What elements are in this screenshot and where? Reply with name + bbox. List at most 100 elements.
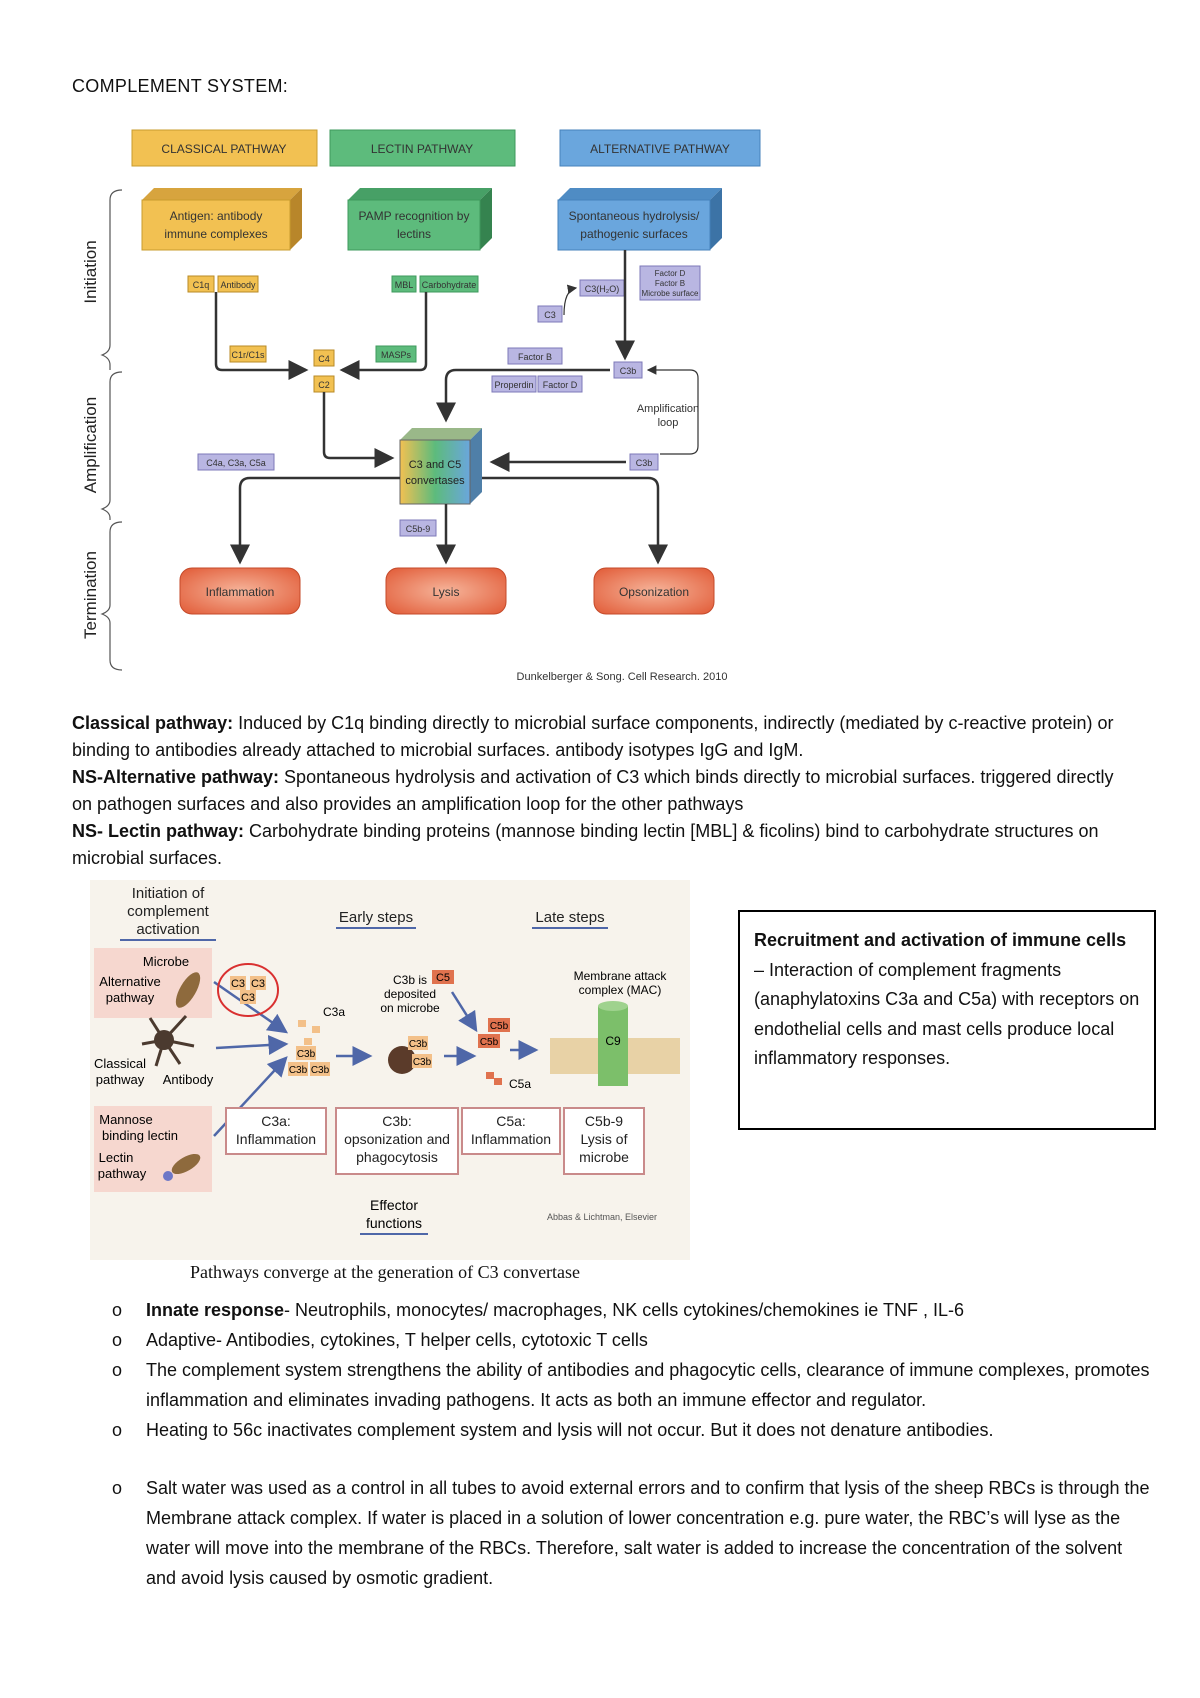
c3a-fragments: C3a: [298, 1005, 345, 1045]
pathway-arrows: [214, 250, 699, 565]
figure1-citation: Dunkelberger & Song. Cell Research. 2010: [517, 671, 728, 683]
svg-text:MBL: MBL: [395, 280, 414, 290]
svg-text:Spontaneous hydrolysis/: Spontaneous hydrolysis/: [569, 209, 700, 223]
svg-text:Inflammation: Inflammation: [236, 1131, 316, 1147]
svg-text:Amplification: Amplification: [637, 403, 699, 415]
svg-text:Antigen: antibody: Antigen: antibody: [170, 209, 263, 223]
svg-text:loop: loop: [658, 417, 679, 429]
lectin-paragraph: NS- Lectin pathway: Carbohydrate binding…: [72, 821, 1099, 868]
alt-pathway-panel: Microbe Alternative pathway: [94, 948, 212, 1018]
svg-text:lectins: lectins: [397, 227, 431, 241]
bacterium-icon: [171, 1153, 201, 1175]
svg-text:phagocytosis: phagocytosis: [356, 1149, 438, 1165]
c3-cluster: C3 C3 C3: [217, 963, 279, 1017]
svg-text:C5a: C5a: [509, 1077, 531, 1091]
svg-text:pathogenic surfaces: pathogenic surfaces: [580, 227, 687, 241]
svg-text:C5: C5: [436, 972, 450, 984]
alternative-box: Spontaneous hydrolysis/ pathogenic surfa…: [557, 188, 722, 251]
pathway-headers: CLASSICAL PATHWAY LECTIN PATHWAY ALTERNA…: [131, 129, 761, 167]
svg-text:pathway: pathway: [96, 1072, 145, 1087]
svg-text:C5a:: C5a:: [496, 1113, 526, 1129]
lectin-pathway-panel: Mannose binding lectin Lectin pathway: [94, 1106, 212, 1192]
complement-pathway-diagram: CLASSICAL PATHWAY LECTIN PATHWAY ALTERNA…: [81, 129, 761, 683]
header-alternative: ALTERNATIVE PATHWAY: [590, 142, 730, 156]
svg-text:Opsonization: Opsonization: [619, 585, 689, 599]
phase-termination: Termination: [81, 551, 100, 639]
svg-text:C3b: C3b: [297, 1049, 316, 1060]
svg-text:C3b: C3b: [620, 366, 637, 376]
svg-text:C3 and C5: C3 and C5: [409, 459, 462, 471]
svg-text:on microbe: on microbe: [380, 1001, 440, 1015]
svg-text:Effector: Effector: [370, 1197, 418, 1213]
svg-text:C3: C3: [544, 310, 556, 320]
svg-text:C3b:: C3b:: [382, 1113, 412, 1129]
svg-text:C3b is: C3b is: [393, 973, 427, 987]
svg-text:C1q: C1q: [193, 280, 210, 290]
svg-text:C3b: C3b: [636, 458, 653, 468]
outcome-lysis: [385, 567, 507, 615]
classical-paragraph: Classical pathway: Induced by C1q bindin…: [72, 713, 1114, 760]
svg-text:Mannose: Mannose: [99, 1112, 152, 1127]
svg-text:Factor B: Factor B: [655, 279, 685, 288]
svg-text:Factor D: Factor D: [543, 380, 578, 390]
phase-initiation: Initiation: [81, 240, 100, 303]
page-title: COMPLEMENT SYSTEM:: [72, 76, 289, 96]
svg-text:C2: C2: [318, 380, 330, 390]
header-classical: CLASSICAL PATHWAY: [161, 142, 286, 156]
svg-text:Lysis: Lysis: [433, 585, 460, 599]
initiation-title: Initiation of complement activation: [120, 885, 216, 941]
svg-text:Factor D: Factor D: [655, 269, 686, 278]
svg-text:C3a: C3a: [323, 1005, 345, 1019]
svg-text:C3a:: C3a:: [261, 1113, 291, 1129]
svg-text:C3b: C3b: [413, 1057, 432, 1068]
svg-text:functions: functions: [366, 1215, 422, 1231]
svg-text:Inflammation: Inflammation: [471, 1131, 551, 1147]
svg-text:convertases: convertases: [405, 475, 465, 487]
svg-text:opsonization and: opsonization and: [344, 1131, 450, 1147]
c3b-stack: C3b C3b C3b: [288, 1046, 330, 1076]
svg-text:Alternative: Alternative: [99, 974, 160, 989]
svg-text:Initiation of: Initiation of: [132, 885, 205, 902]
phase-brackets: [100, 189, 123, 671]
svg-text:C5b: C5b: [480, 1037, 499, 1048]
svg-text:pathway: pathway: [106, 990, 155, 1005]
svg-text:MASPs: MASPs: [381, 350, 412, 360]
svg-text:Classical: Classical: [94, 1056, 146, 1071]
late-steps-label: Late steps: [535, 909, 604, 926]
recruitment-box: Recruitment and activation of immune cel…: [738, 910, 1156, 1130]
complement-activation-figure: Initiation of complement activation Earl…: [90, 880, 690, 1260]
svg-text:deposited: deposited: [384, 987, 436, 1001]
microbe-with-c3b: C3b C3b: [388, 1036, 432, 1074]
svg-text:Factor B: Factor B: [518, 352, 552, 362]
svg-text:Microbe surface: Microbe surface: [642, 289, 699, 298]
svg-text:activation: activation: [136, 921, 199, 938]
outcome-inflammation: [179, 567, 301, 615]
svg-text:C3b: C3b: [311, 1065, 330, 1076]
svg-text:C1r/C1s: C1r/C1s: [231, 350, 265, 360]
c3b-deposited-label: C3b is deposited on microbe: [380, 973, 440, 1015]
convertase-box: C3 and C5 convertases: [399, 428, 482, 505]
svg-text:Lectin: Lectin: [99, 1150, 134, 1165]
early-steps-label: Early steps: [339, 909, 413, 926]
outcome-boxes: Inflammation Lysis Opsonization: [179, 567, 715, 615]
svg-text:C3b: C3b: [289, 1065, 308, 1076]
svg-text:Membrane attack: Membrane attack: [574, 969, 668, 983]
svg-text:pathway: pathway: [98, 1166, 147, 1181]
classical-pathway-panel: Classical pathway Antibody: [94, 1014, 214, 1087]
outcome-opsonization: [593, 567, 715, 615]
svg-text:Lysis of: Lysis of: [581, 1131, 628, 1147]
svg-text:C4: C4: [318, 354, 330, 364]
effector-boxes: C3a: Inflammation C3b: opsonization and …: [225, 1107, 645, 1175]
alternative-paragraph: NS-Alternative pathway: Spontaneous hydr…: [72, 767, 1114, 814]
svg-text:microbe: microbe: [579, 1149, 629, 1165]
figure2-caption: Pathways converge at the generation of C…: [190, 1262, 581, 1282]
svg-text:Inflammation: Inflammation: [206, 585, 275, 599]
svg-text:Microbe: Microbe: [143, 954, 189, 969]
svg-text:Antibody: Antibody: [163, 1072, 214, 1087]
svg-text:C3: C3: [231, 978, 245, 990]
svg-text:complex (MAC): complex (MAC): [579, 983, 662, 997]
